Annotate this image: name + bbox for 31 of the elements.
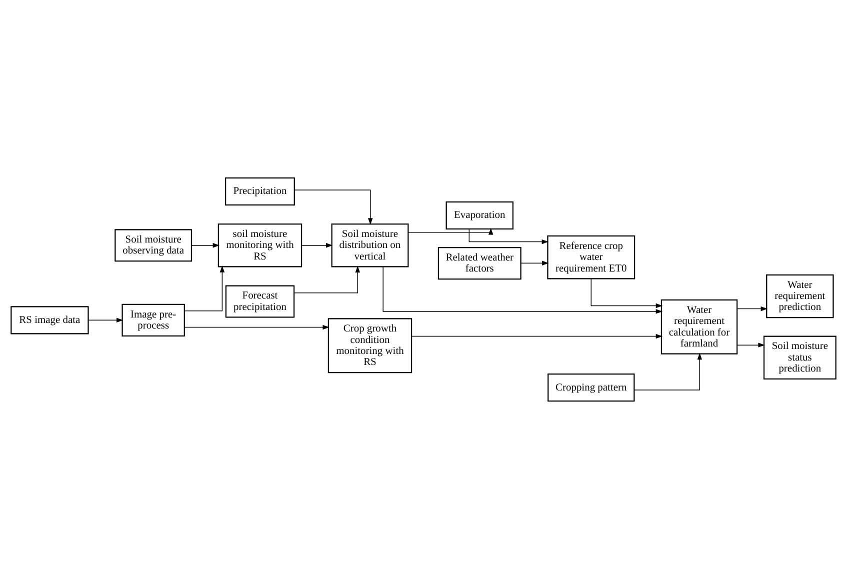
arrow (408, 228, 494, 235)
node-box: Evaporation (446, 201, 514, 230)
node-box: Soil moisture status prediction (763, 336, 836, 380)
arrow (590, 278, 663, 308)
arrow (736, 306, 768, 312)
arrow (301, 242, 333, 248)
arrow (468, 228, 549, 244)
arrow (191, 242, 220, 248)
node-box: Soil moisture distribution on vertical (331, 223, 409, 268)
node-box: Soil moisture observing data (114, 229, 192, 262)
arrow (294, 190, 373, 225)
arrow (382, 266, 663, 314)
arrow (88, 318, 124, 323)
node-box: Related weather factors (438, 247, 522, 280)
node-box: Precipitation (225, 177, 295, 206)
arrow (184, 324, 330, 330)
node-box: Cropping pattern (548, 374, 635, 402)
node-box: Image pre-process (122, 304, 185, 336)
arrow (736, 342, 765, 348)
node-box: Forecast precipitation (225, 285, 295, 318)
node-box: RS image data (10, 306, 89, 334)
node-box: Water requirement prediction (766, 274, 834, 318)
arrow (520, 260, 549, 266)
arrow (411, 334, 663, 339)
arrow (634, 352, 702, 390)
node-box: Crop growth condition monitoring with RS (328, 318, 412, 374)
arrow (184, 266, 225, 312)
node-box: Water requirement calculation for farmland (660, 299, 738, 354)
node-box: soil moisture monitoring with RS (218, 223, 302, 268)
arrow (294, 266, 360, 294)
node-box: Reference crop water requirement ET0 (547, 235, 636, 280)
